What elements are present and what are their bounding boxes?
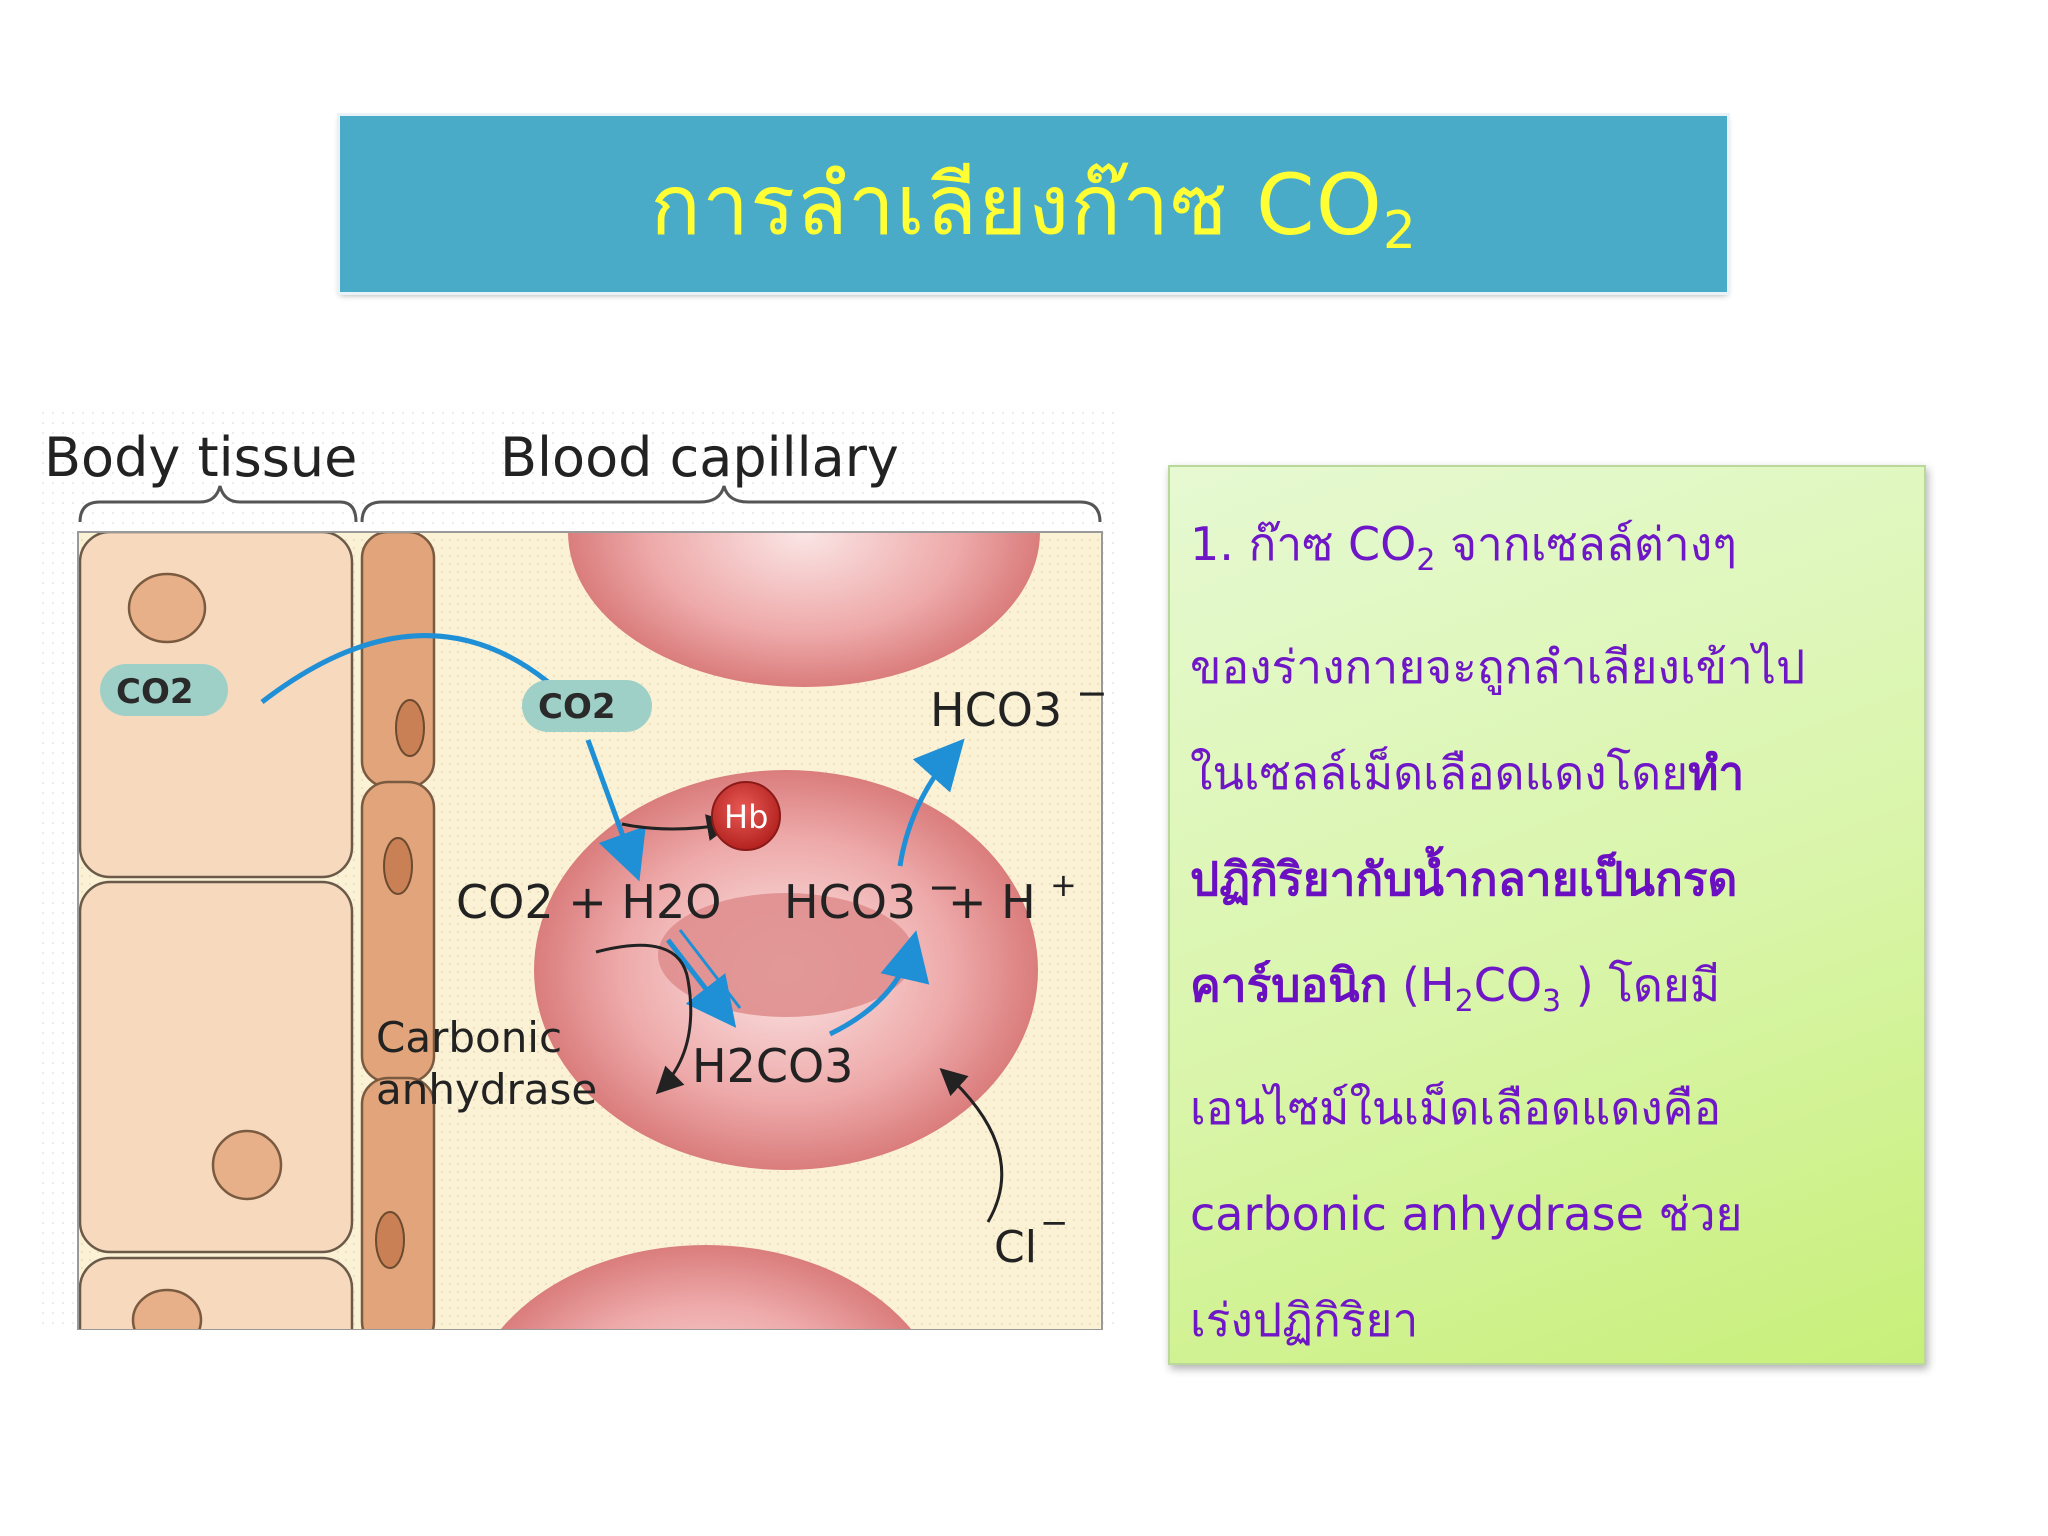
panel-line-7: carbonic anhydrase ช่วย <box>1190 1187 1743 1241</box>
co2-tissue-label: CO2 <box>116 672 194 712</box>
arrow-hco3-out <box>897 738 965 867</box>
co2-transport-diagram: Body tissue Blood capillary <box>40 410 1120 1330</box>
red-blood-cell-center <box>534 770 1038 1170</box>
panel-line-3: ในเซลล์เม็ดเลือดแดงโดยทำ <box>1190 746 1745 800</box>
panel-line-6: เอนไซม์ในเม็ดเลือดแดงคือ <box>1190 1081 1722 1135</box>
title-banner: การลำเลียงก๊าซ CO2 <box>337 113 1730 295</box>
panel-line-4: ปฏิกิริยากับน้ำกลายเป็นกรด <box>1190 852 1738 906</box>
cl-label: Cl <box>994 1222 1037 1273</box>
red-blood-cell-bottom <box>500 1245 912 1330</box>
carbonic-label: Carbonic <box>376 1013 562 1062</box>
arrow-carbonic-anhydrase <box>595 943 693 1095</box>
diagram-frame <box>77 531 1103 1330</box>
capillary-wall <box>360 532 436 1330</box>
equation-hco3: HCO3 <box>784 875 916 929</box>
arrow-co2-into-rbc <box>585 739 646 882</box>
panel-line-8: เร่งปฏิกิริยา <box>1190 1293 1419 1347</box>
hb-label: Hb <box>724 798 768 836</box>
panel-line-2: ของร่างกายจะถูกลำเลียงเข้าไป <box>1190 640 1806 694</box>
equation-left: CO2 + H2O <box>456 875 721 929</box>
arrow-to-h2co3-second <box>678 929 742 1009</box>
explanation-panel: 1. ก๊าซ CO2 จากเซลล์ต่างๆ ของร่างกายจะถู… <box>1168 465 1926 1365</box>
red-blood-cell-top <box>568 532 1040 687</box>
anhydrase-label: anhydrase <box>376 1065 597 1114</box>
tissue-cells <box>78 532 354 1330</box>
co2-plasma-label: CO2 <box>538 687 616 727</box>
hco3-out-charge: − <box>1076 671 1108 715</box>
equation-h-charge: + <box>1050 866 1077 904</box>
panel-line-5: คาร์บอนิก (H2CO3 ) โดยมี <box>1190 958 1721 1019</box>
slide-title: การลำเลียงก๊าซ CO2 <box>650 156 1417 261</box>
arrow-co2-diffusion <box>260 633 550 704</box>
arrow-to-h2co3 <box>666 938 737 1028</box>
arrow-chloride-in <box>939 1067 1004 1223</box>
panel-line-1: 1. ก๊าซ CO2 จากเซลล์ต่างๆ <box>1190 517 1737 578</box>
brace-blood-capillary <box>360 485 1102 523</box>
label-body-tissue: Body tissue <box>44 426 357 489</box>
arrow-h2co3-to-hco3 <box>828 930 930 1037</box>
label-blood-capillary: Blood capillary <box>500 426 899 489</box>
equation-h: + H <box>948 875 1036 929</box>
co2-tissue-bubble <box>100 664 228 716</box>
co2-plasma-bubble <box>522 680 652 732</box>
brace-body-tissue <box>78 485 358 523</box>
hemoglobin <box>711 781 781 851</box>
cl-charge: − <box>1040 1203 1069 1243</box>
hco3-out-label: HCO3 <box>930 683 1062 737</box>
h2co3-label: H2CO3 <box>692 1039 853 1093</box>
equation-hco3-charge: − <box>928 865 960 909</box>
